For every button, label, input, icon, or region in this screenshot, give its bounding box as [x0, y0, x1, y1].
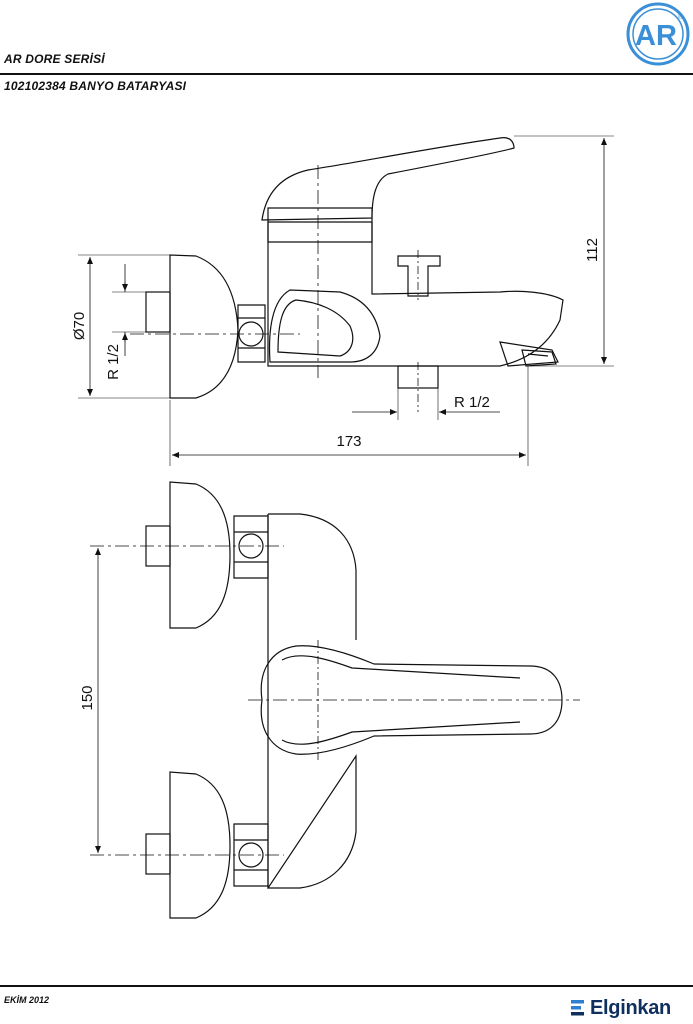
logo-registered-mark: ®	[678, 13, 684, 21]
wall-rosette-side	[169, 254, 239, 399]
mixer-body-front	[266, 513, 357, 889]
dim-line-thread-bottom	[397, 388, 439, 420]
brand-name: Elginkan	[590, 997, 671, 1019]
hex-nut-side	[237, 304, 266, 363]
technical-drawing: Ø70 R 1/2 R 1/2 112 173 150	[71, 135, 614, 919]
wall-rosette-upper	[169, 481, 231, 629]
aerator	[521, 349, 557, 367]
dim-line-width	[169, 366, 529, 466]
diverter-knob	[397, 255, 441, 297]
front-view	[90, 481, 580, 919]
ar-logo-icon: AR ®	[626, 2, 690, 66]
mixer-body-side	[267, 221, 564, 367]
side-view	[78, 135, 614, 466]
label-height: 112	[584, 238, 601, 262]
footer-date: EKİM 2012	[4, 995, 50, 1005]
label-thread-bottom: R 1/2	[454, 394, 490, 411]
inlet-pipe-side	[145, 291, 171, 333]
wall-rosette-lower	[169, 771, 231, 919]
dim-line-height	[514, 135, 614, 367]
lever-handle-side	[261, 137, 515, 221]
cartridge-cap	[267, 207, 373, 243]
product-title: 102102384 BANYO BATARYASI	[4, 79, 187, 93]
footer-rule	[0, 985, 693, 987]
series-title: AR DORE SERİSİ	[4, 52, 105, 66]
nut-ring-lower	[238, 842, 264, 868]
dim-line-thread-left	[112, 291, 146, 333]
inlet-pipe-lower	[145, 833, 171, 875]
logo-text: AR	[635, 20, 677, 52]
label-thread-left: R 1/2	[105, 344, 122, 380]
label-width: 173	[336, 433, 361, 450]
dim-line-diameter	[78, 254, 170, 399]
label-spacing: 150	[79, 685, 96, 710]
diverter-housing	[268, 289, 381, 363]
diverter-inner	[277, 299, 354, 357]
header-rule	[0, 73, 693, 75]
lever-inner-line	[281, 655, 521, 745]
stacked-bars-mark-icon	[571, 1000, 584, 1016]
label-diameter: Ø70	[71, 312, 88, 340]
nut-ring-upper	[238, 533, 264, 559]
spout-outlet	[499, 341, 559, 367]
elginkan-logo: Elginkan	[570, 996, 671, 1020]
